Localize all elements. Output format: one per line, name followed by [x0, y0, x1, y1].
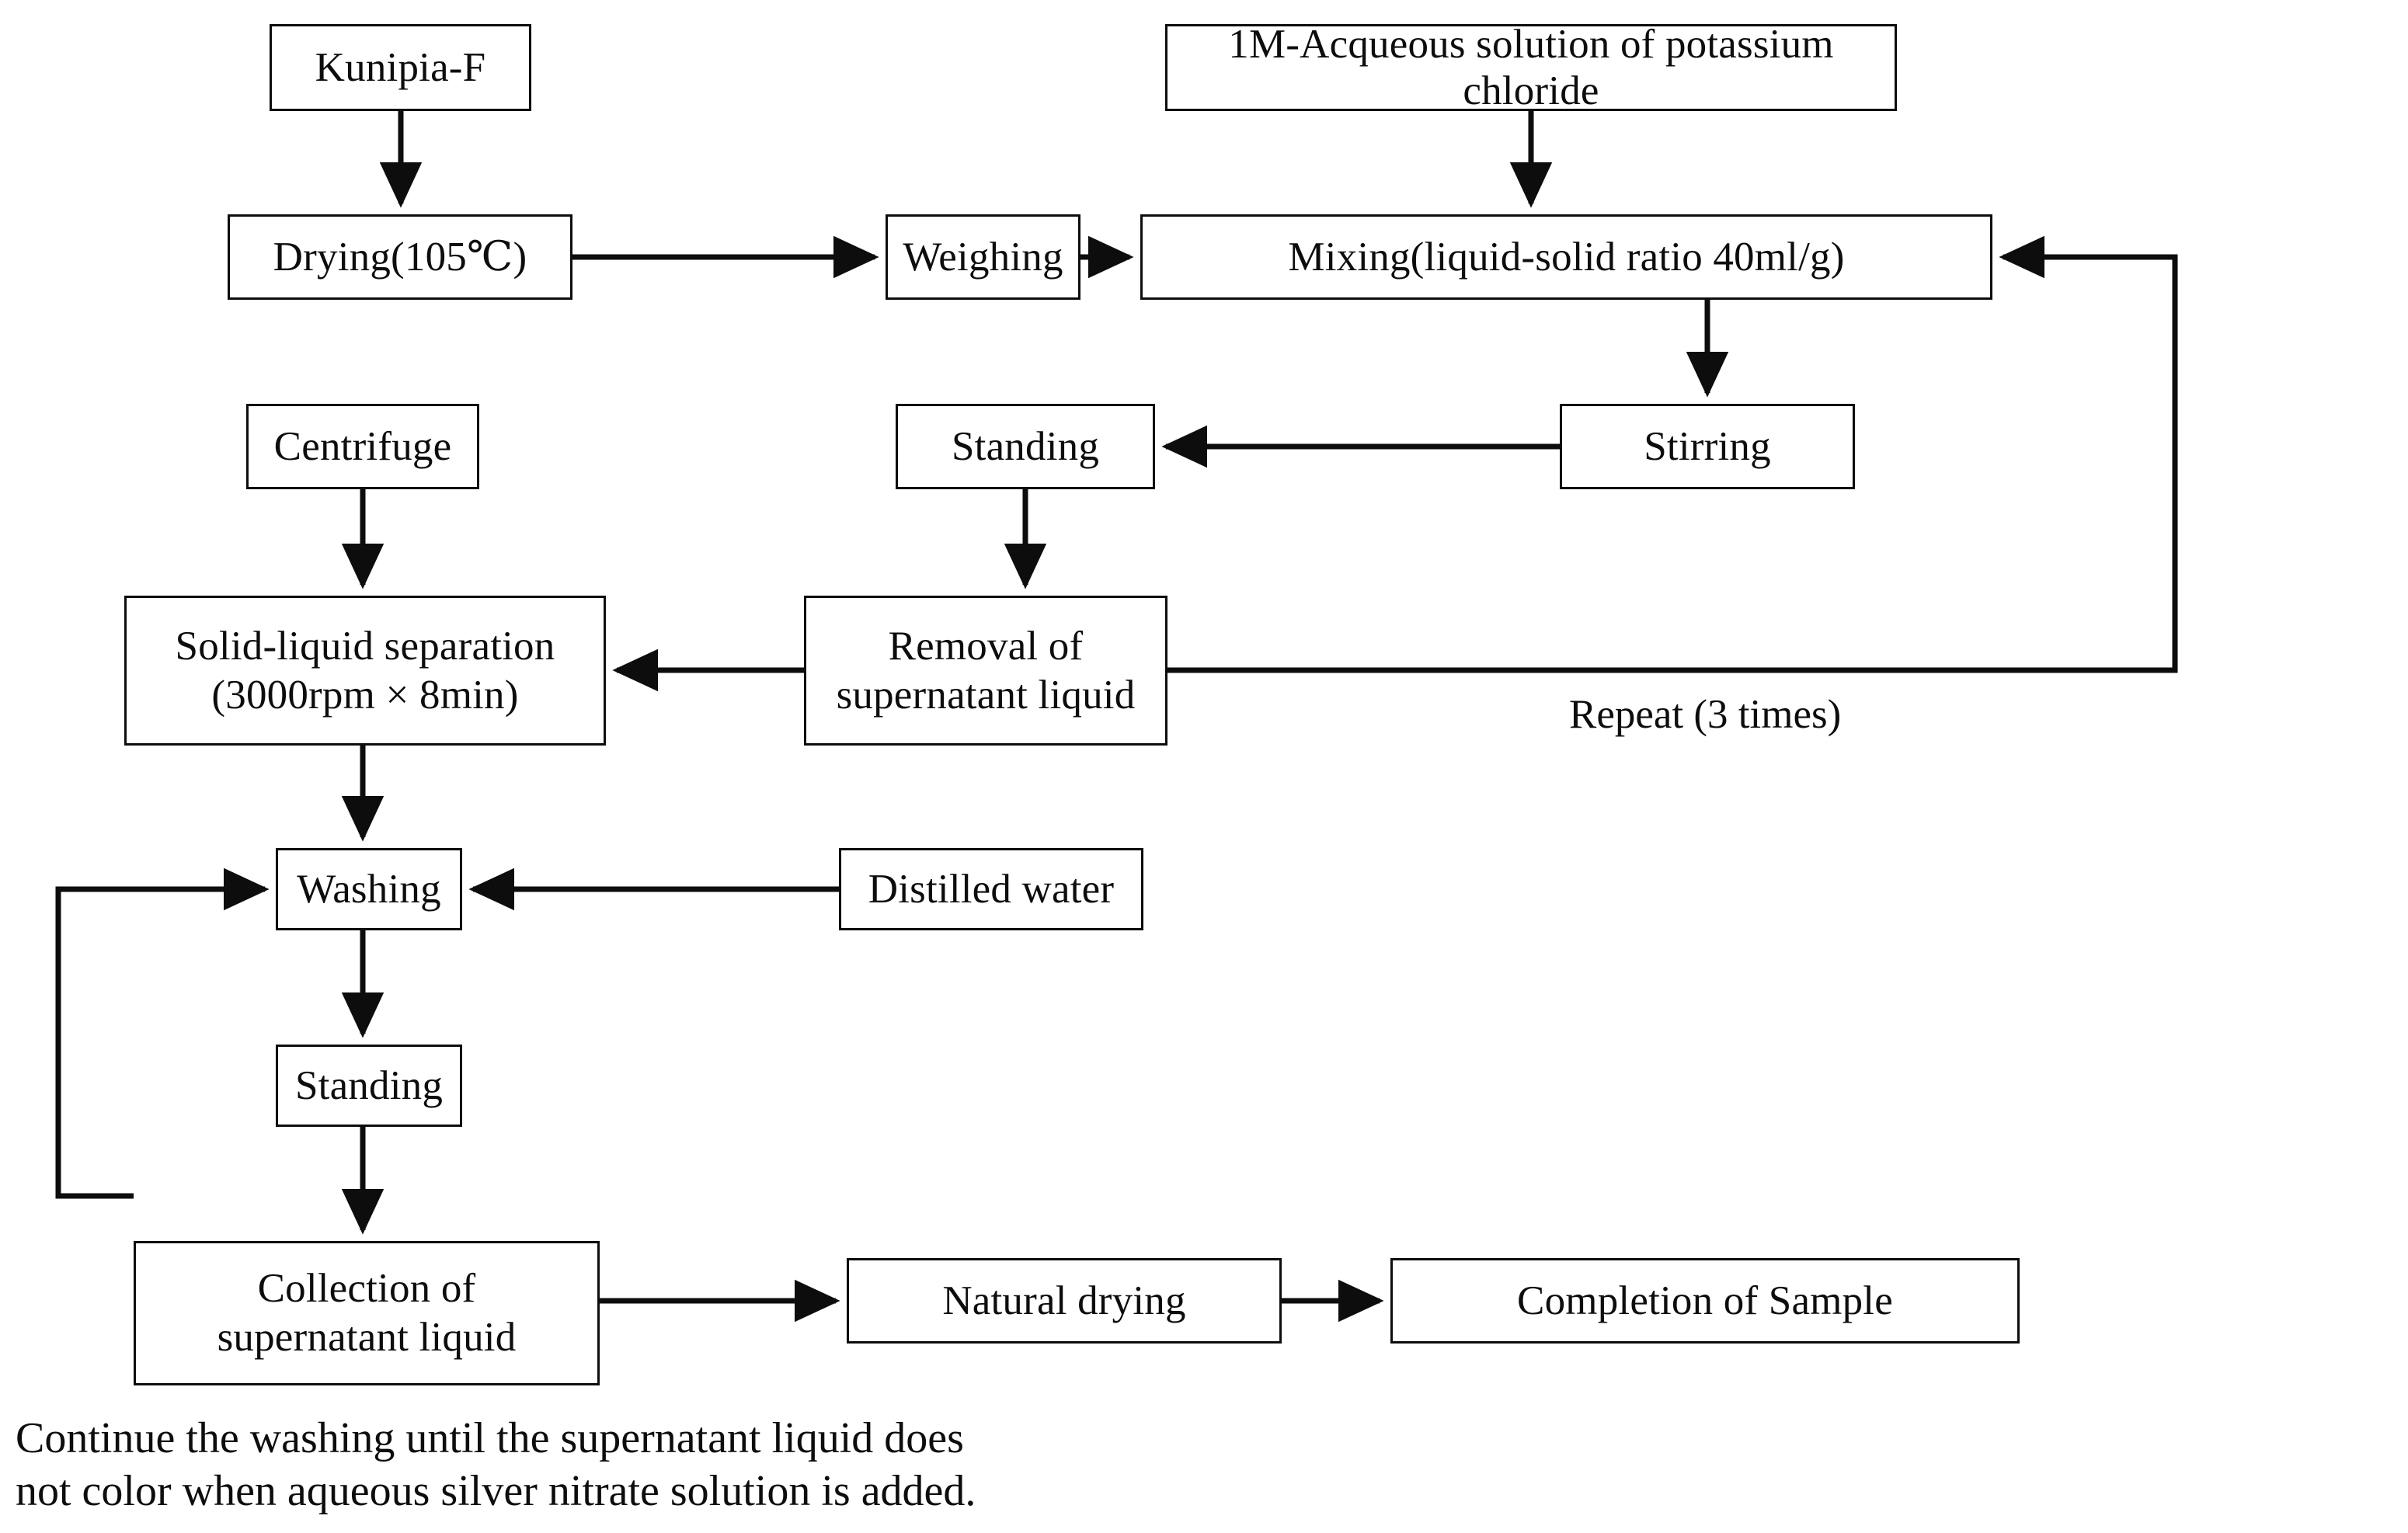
node-standing-second[interactable]: Standing [276, 1045, 462, 1127]
repeat-times-label: Repeat (3 times) [1569, 692, 1842, 737]
node-distilled-water[interactable]: Distilled water [839, 848, 1143, 930]
node-natural-drying[interactable]: Natural drying [847, 1258, 1282, 1344]
edge-collection-loop-to-washing [55, 867, 270, 1199]
node-stirring[interactable]: Stirring [1560, 404, 1855, 489]
node-standing-first[interactable]: Standing [896, 404, 1155, 489]
node-centrifuge[interactable]: Centrifuge [246, 404, 479, 489]
flowchart-caption: Continue the washing until the supernata… [16, 1414, 976, 1516]
node-solid-liquid-separation[interactable]: Solid-liquid separation (3000rpm × 8min) [124, 596, 606, 746]
node-weighing[interactable]: Weighing [886, 214, 1080, 300]
node-kunipia-f[interactable]: Kunipia-F [270, 24, 531, 111]
node-potassium-chloride-solution[interactable]: 1M-Acqueous solution of potassium chlori… [1165, 22, 1897, 113]
node-mixing[interactable]: Mixing(liquid-solid ratio 40ml/g) [1140, 214, 1992, 300]
node-removal-of-supernatant-liquid[interactable]: Removal of supernatant liquid [804, 596, 1167, 746]
node-completion-of-sample[interactable]: Completion of Sample [1390, 1258, 2020, 1344]
node-washing[interactable]: Washing [276, 848, 462, 930]
node-collection-of-supernatant-liquid[interactable]: Collection of supernatant liquid [134, 1241, 600, 1385]
node-drying[interactable]: Drying(105℃) [228, 214, 572, 300]
